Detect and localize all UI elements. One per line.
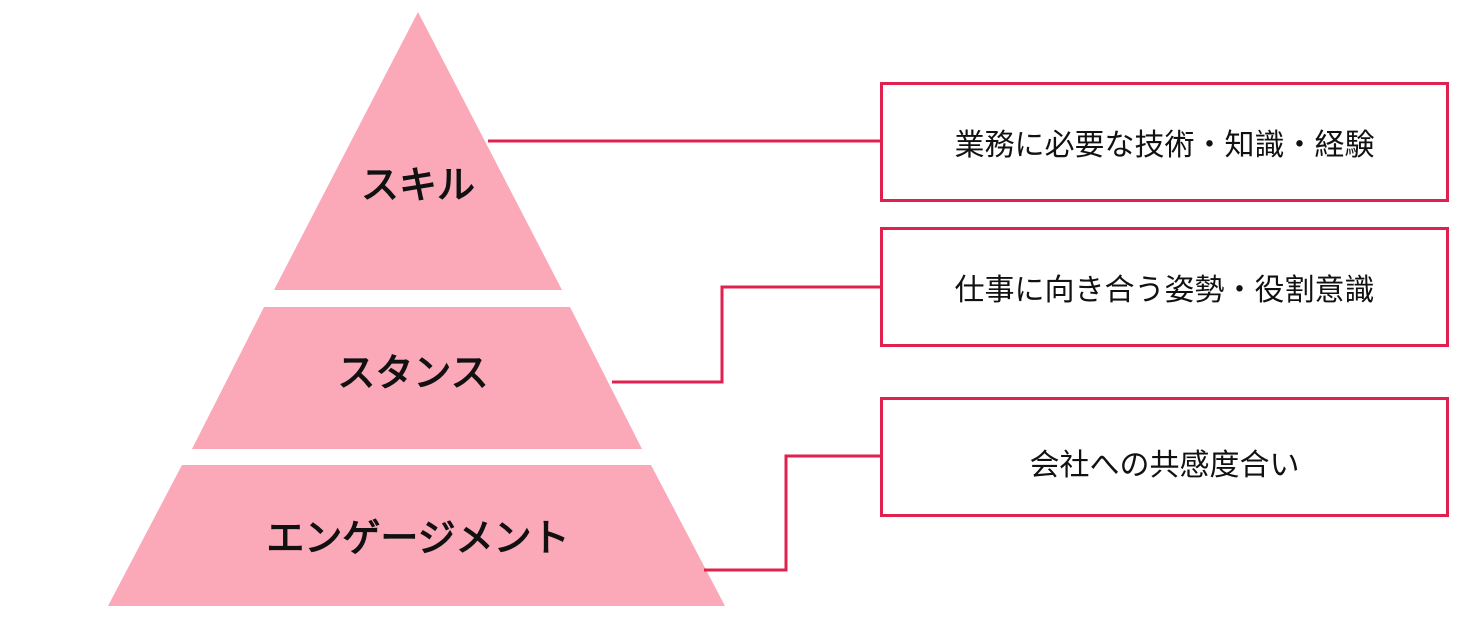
description-box-engagement: 会社への共感度合い [880,397,1449,517]
tier-engagement-shape [108,465,725,606]
tier-engagement-label: エンゲージメント [266,516,569,560]
connector-stance [612,285,888,384]
description-skill-text: 業務に必要な技術・知識・経験 [954,128,1375,163]
tier-skill-label: スキル [361,163,475,207]
description-box-stance: 仕事に向き合う姿勢・役割意識 [880,227,1449,347]
description-stance-text: 仕事に向き合う姿勢・役割意識 [954,273,1375,308]
connector-engagement [704,454,880,572]
description-box-skill: 業務に必要な技術・知識・経験 [880,82,1449,202]
tier-skill-shape [274,12,562,290]
tier-stance-label: スタンス [337,351,488,395]
tier-stance-shape [192,307,642,449]
description-engagement-text: 会社への共感度合い [1029,448,1300,483]
